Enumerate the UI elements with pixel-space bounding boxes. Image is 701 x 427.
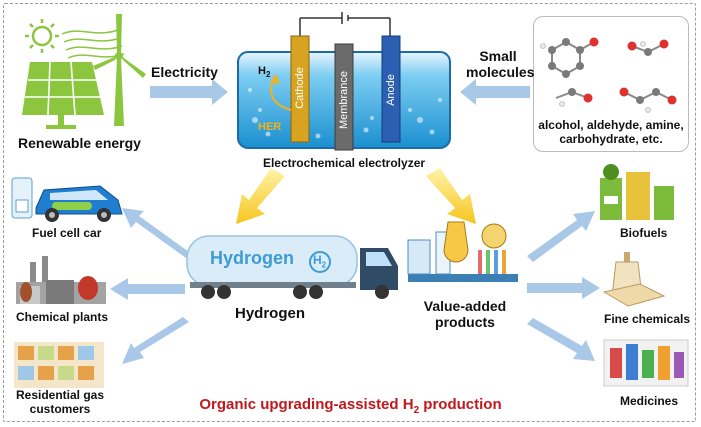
electrolyzer-label: Electrochemical electrolyzer [262,156,426,170]
diagram-title: Organic upgrading-assisted H2 production [199,396,502,416]
arrows-blue [110,79,600,364]
lab-icon [407,221,518,282]
fuel-cell-car-label: Fuel cell car [32,226,102,240]
fine-chemicals-label: Fine chemicals [604,312,691,326]
truck-h2-text: H2 [313,253,327,270]
arrow-to-biofuels [527,211,595,262]
arrow-to-fine [527,277,600,299]
truck-icon [186,235,398,299]
sun-icon [25,19,59,53]
arrow-to-plants [110,278,185,300]
arrow-to-car [122,208,189,258]
biofuels-label: Biofuels [620,226,668,240]
molecule-types-label: alcohol, aldehyde, amine,carbohydrate, e… [538,118,684,146]
renewable-label: Renewable energy [18,135,141,151]
electrolyzer-icon [237,12,451,151]
truck-hydrogen-text: Hydrogen [210,248,295,268]
membrane-label: Membrance [338,70,350,130]
dashed-frame [3,3,696,422]
hydrogen-label: Hydrogen [235,305,306,322]
medicine-icon [603,339,689,387]
arrow-electricity [150,79,228,105]
arrow-molecules [460,79,530,105]
electricity-label: Electricity [151,64,218,80]
fuel-cell-car-icon [11,177,123,222]
molecule-panel [533,16,689,152]
anode-label: Anode [385,74,397,106]
arrow-to-residential [122,317,189,364]
wind-lines [61,29,125,59]
factory-icon [16,256,106,304]
molecule-icon [540,37,677,113]
wind-turbine-icon [93,14,146,126]
arrow-to-medicines [527,318,595,361]
arrow-to-hydrogen [236,168,285,224]
bottle-icon [602,252,666,307]
arrow-to-products [426,168,476,224]
her-label: HER [258,121,282,133]
h2-label: H2 [258,65,271,80]
arrows-yellow [236,168,476,224]
solar-panel-icon [22,61,104,129]
houses-icon [14,342,104,388]
medicines-label: Medicines [620,394,679,408]
chemical-plants-label: Chemical plants [16,310,109,324]
cathode-label: Cathode [294,67,306,109]
biofuel-icon [600,164,674,220]
